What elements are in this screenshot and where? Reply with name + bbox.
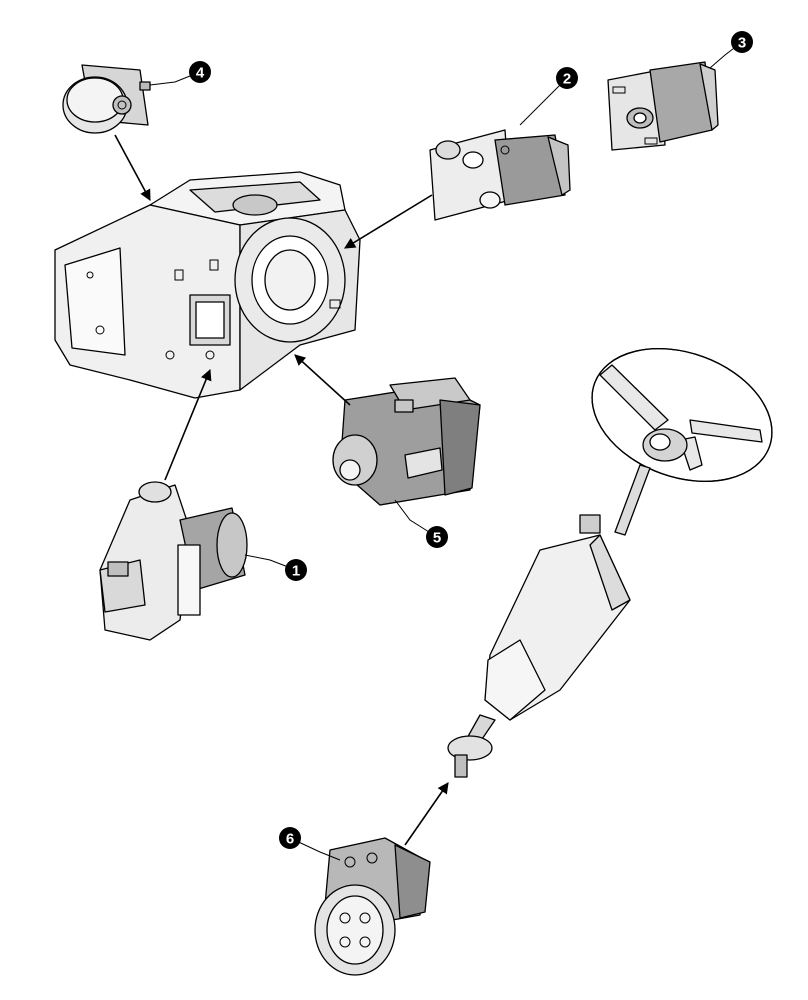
gear-pump-part-2: [429, 129, 571, 221]
callout-6: 6: [279, 827, 301, 849]
arrow-part2-to-housing: [344, 194, 433, 249]
small-pump-part-4: [62, 64, 151, 134]
callout-1-label: 1: [292, 563, 300, 580]
steering-unit-part-6: [314, 837, 431, 976]
control-valve-part-1: [99, 481, 248, 641]
callout-6-label: 6: [286, 831, 294, 848]
arrow-part6-to-column: [404, 782, 449, 846]
callout-1: 1: [285, 559, 307, 581]
arrow-part4-to-housing: [114, 134, 151, 201]
callout-2: 2: [556, 67, 578, 89]
callout-3: 3: [731, 31, 753, 53]
callout-4-label: 4: [196, 65, 205, 82]
arrow-part1-to-housing: [164, 368, 212, 481]
variable-pump-part-5: [332, 377, 481, 506]
transmission-housing: [54, 171, 361, 399]
steering-column-assembly: [447, 347, 773, 778]
arrow-part5-to-housing: [294, 354, 351, 406]
callout-2-label: 2: [563, 71, 571, 88]
callout-5: 5: [426, 526, 448, 548]
callout-4: 4: [189, 61, 211, 83]
callout-3-label: 3: [738, 35, 746, 52]
assembly-arrows: [114, 134, 449, 846]
callout-5-label: 5: [433, 530, 441, 547]
gear-pump-part-3: [607, 61, 719, 151]
